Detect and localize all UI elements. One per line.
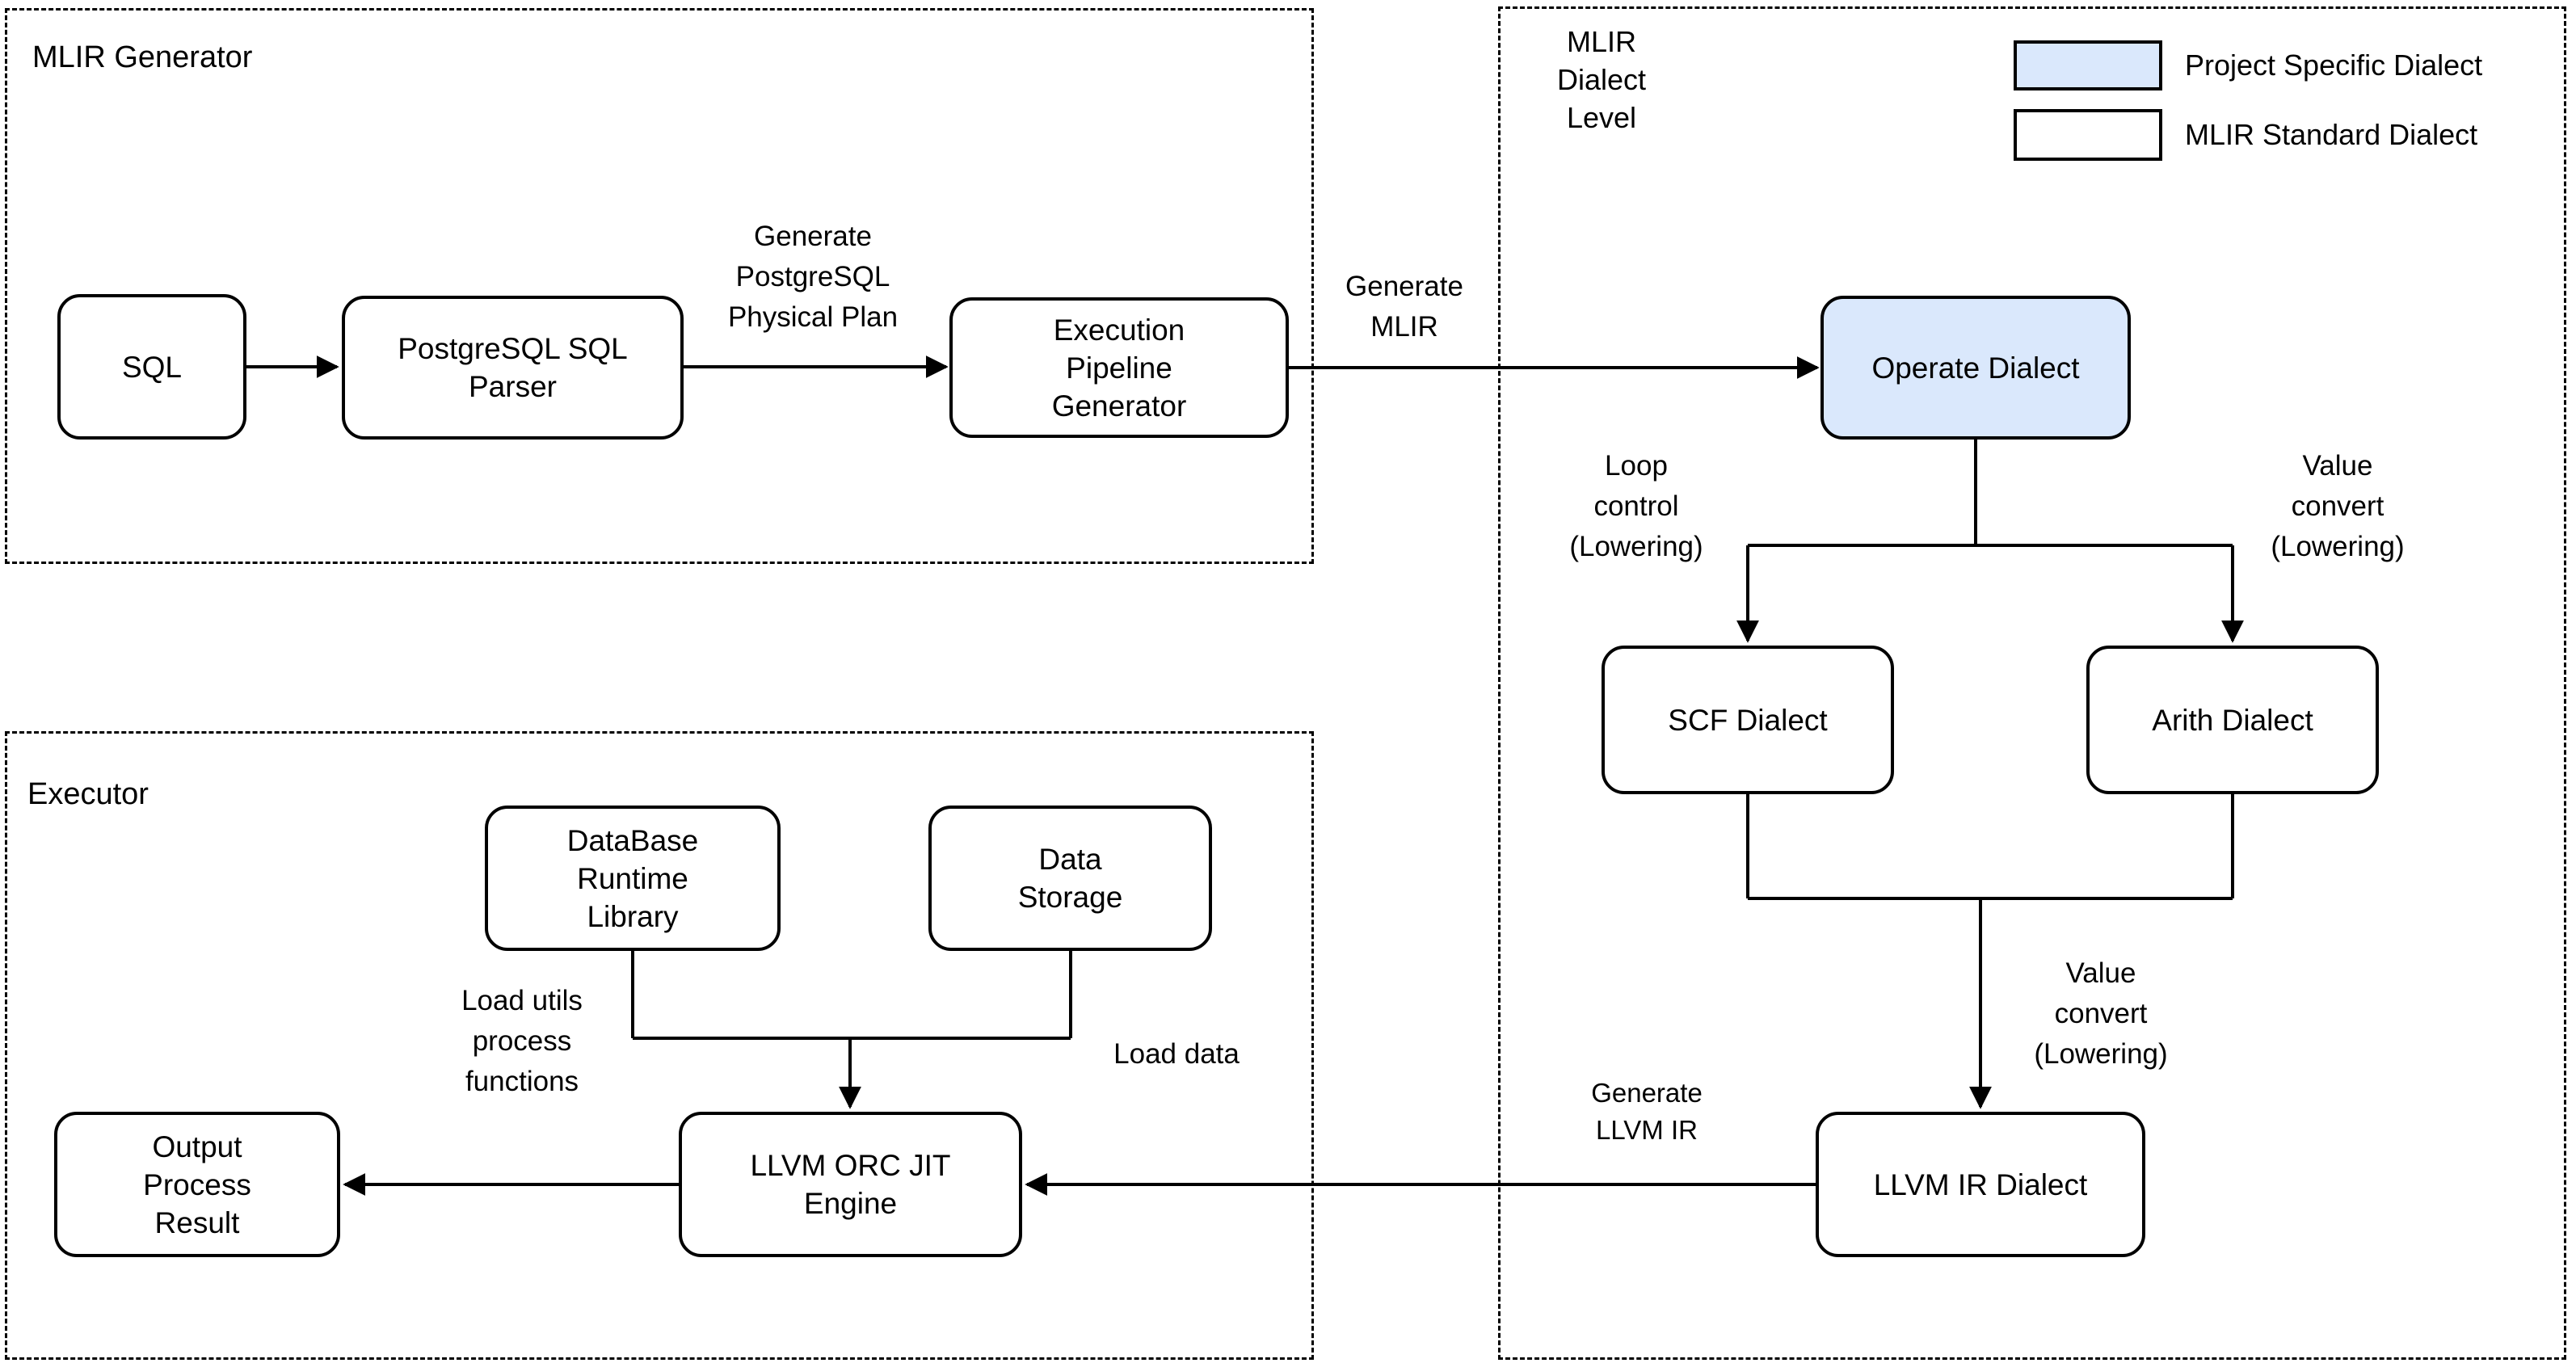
group-executor <box>5 731 1314 1360</box>
node-llvm-orc-jit-engine: LLVM ORC JIT Engine <box>679 1112 1022 1257</box>
group-title-mlir-generator: MLIR Generator <box>32 40 253 74</box>
edge-label-line: convert <box>2054 998 2148 1029</box>
node-label-line: DataBase <box>566 823 699 857</box>
node-execution-pipeline-generator: Execution Pipeline Generator <box>949 297 1289 438</box>
dialect-title-line: MLIR <box>1566 25 1637 58</box>
dialect-title-line: Dialect <box>1556 63 1647 96</box>
node-output-process-result: Output Process Result <box>54 1112 340 1257</box>
node-label-line: PostgreSQL SQL <box>398 332 628 365</box>
node-label-line: Pipeline <box>1066 351 1172 385</box>
edge-label-value-convert-lowering-right: Value convert (Lowering) <box>2271 446 2404 567</box>
edge-label-line: process <box>472 1025 572 1057</box>
node-database-runtime-library: DataBase Runtime Library <box>485 806 781 951</box>
edge-label-line: (Lowering) <box>2271 531 2405 562</box>
node-operate-dialect: Operate Dialect <box>1820 296 2131 440</box>
node-label-line: Operate Dialect <box>1871 351 2080 385</box>
edge-label-line: Physical Plan <box>727 301 899 333</box>
group-mlir-dialect-level <box>1498 6 2566 1360</box>
node-label-line: Parser <box>469 370 557 403</box>
edge-label-line: Generate <box>754 221 872 252</box>
edge-label-line: (Lowering) <box>1569 531 1703 562</box>
edge-label-line: Generate <box>1591 1078 1703 1108</box>
group-title-mlir-dialect-level: MLIR Dialect Level <box>1557 23 1646 137</box>
legend-swatch-mlir-standard <box>2014 109 2162 161</box>
edge-label-line: (Lowering) <box>2034 1038 2168 1070</box>
edge-label-loop-control-lowering: Loop control (Lowering) <box>1569 446 1703 567</box>
node-label-line: Result <box>154 1205 240 1239</box>
edge-label-line: Load data <box>1113 1038 1240 1070</box>
edge-label-line: control <box>1593 490 1679 522</box>
node-arith-dialect: Arith Dialect <box>2086 646 2379 794</box>
node-label-line: Engine <box>803 1187 898 1220</box>
edge-label-line: PostgreSQL <box>735 261 890 292</box>
edge-label-line: Value <box>2065 957 2136 989</box>
edge-label-line: Load utils <box>461 985 583 1016</box>
node-data-storage: Data Storage <box>928 806 1212 951</box>
node-label-line: Data <box>1038 843 1102 876</box>
edge-label-load-data: Load data <box>1113 1034 1240 1075</box>
node-label-line: SQL <box>121 350 183 384</box>
node-label-line: LLVM IR Dialect <box>1873 1167 2088 1201</box>
dialect-title-line: Level <box>1566 101 1637 134</box>
node-scf-dialect: SCF Dialect <box>1602 646 1894 794</box>
legend-swatch-project-specific <box>2014 40 2162 90</box>
node-label-line: Generator <box>1051 389 1187 423</box>
edge-label-line: Loop <box>1605 450 1668 482</box>
node-label-line: Output <box>152 1130 242 1163</box>
edge-label-line: Value <box>2302 450 2373 482</box>
node-llvm-ir-dialect: LLVM IR Dialect <box>1816 1112 2145 1257</box>
node-label-line: LLVM ORC JIT <box>750 1149 951 1182</box>
legend-label-project-specific: Project Specific Dialect <box>2185 48 2483 82</box>
node-label-line: SCF Dialect <box>1668 703 1828 737</box>
node-label-line: Process <box>143 1167 251 1201</box>
edge-label-generate-mlir: Generate MLIR <box>1345 267 1463 347</box>
edge-label-line: LLVM IR <box>1596 1115 1698 1145</box>
node-sql: SQL <box>57 294 246 440</box>
legend-label-mlir-standard: MLIR Standard Dialect <box>2185 118 2478 151</box>
edge-label-load-utils-process-functions: Load utils process functions <box>461 981 583 1102</box>
node-label-line: Library <box>587 899 679 933</box>
node-label-line: Arith Dialect <box>2152 703 2313 737</box>
edge-label-line: convert <box>2291 490 2384 522</box>
edge-label-line: Generate <box>1345 271 1463 302</box>
edge-label-generate-llvm-ir: Generate LLVM IR <box>1591 1075 1703 1149</box>
node-label-line: Storage <box>1017 881 1123 914</box>
node-label-line: Execution <box>1053 313 1185 347</box>
group-mlir-generator <box>5 8 1314 564</box>
edge-label-generate-postgresql-physical-plan: Generate PostgreSQL Physical Plan <box>728 217 898 338</box>
edge-label-line: MLIR <box>1370 311 1438 343</box>
edge-label-value-convert-lowering-mid: Value convert (Lowering) <box>2034 953 2167 1075</box>
node-postgresql-sql-parser: PostgreSQL SQL Parser <box>342 296 684 440</box>
node-label-line: Runtime <box>577 861 688 895</box>
group-title-executor: Executor <box>27 777 149 811</box>
edge-label-line: functions <box>465 1066 579 1097</box>
